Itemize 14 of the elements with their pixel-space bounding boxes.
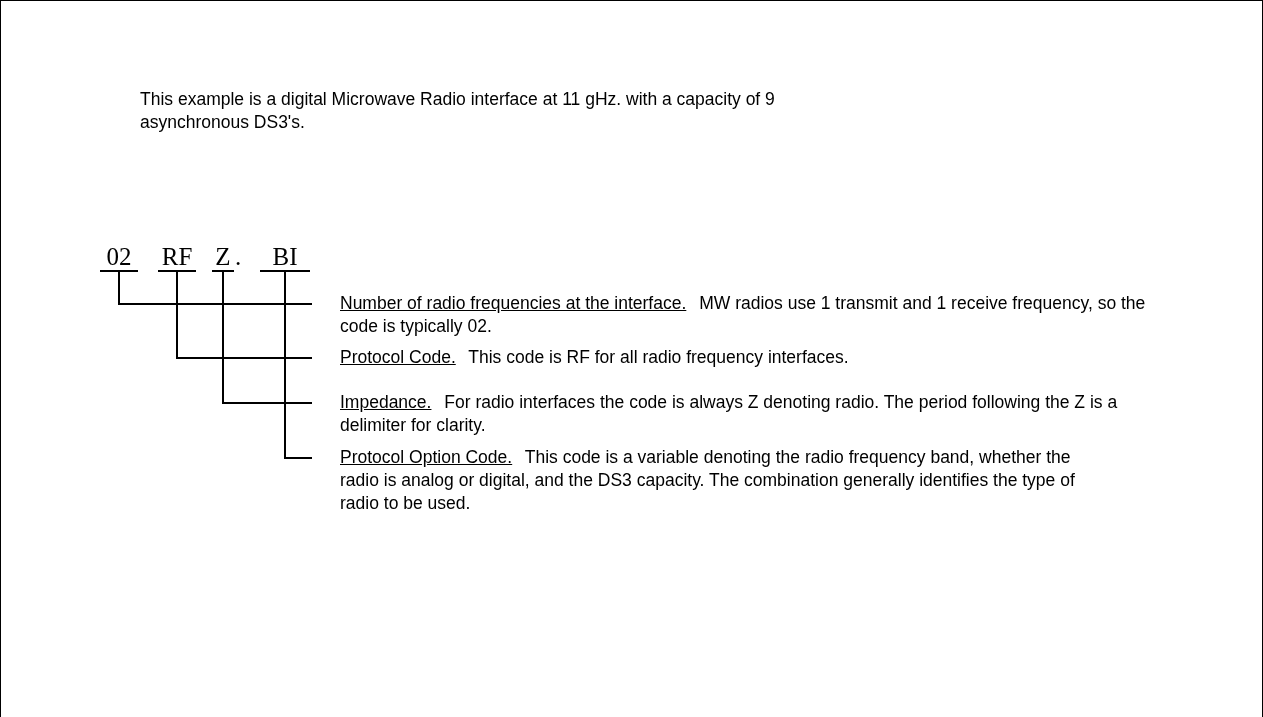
description-paragraph: Impedance. For radio interfaces the code is always Z denoting radio. The period following the Z is a delimiter for clarity. (312, 391, 1160, 437)
intro-text: This example is a digital Microwave Radio interface at 11 gHz. with a capacity of 9 asynchronous DS3's. (140, 88, 776, 134)
description-paragraph: Protocol Code. This code is RF for all radio frequency interfaces. (312, 346, 1160, 369)
code-segment: BI (260, 244, 310, 272)
description-paragraph: Number of radio frequencies at the interface. MW radios use 1 transmit and 1 receive frequency, so the code is typically 02. (312, 292, 1160, 338)
leader-line (284, 271, 313, 459)
code-segment: RF (158, 244, 196, 272)
delimiter-mark: . (235, 244, 242, 270)
leader-line (176, 271, 313, 359)
code-segment: Z (212, 244, 234, 272)
description-paragraph: Protocol Option Code. This code is a variable denoting the radio frequency band, whether the radio is analog or digital, and the DS3 capacity. The combination generally identifies the type of radio to be used. (312, 446, 1100, 515)
leader-line (118, 271, 313, 305)
leader-line (222, 271, 313, 404)
code-segment: 02 (100, 244, 138, 272)
